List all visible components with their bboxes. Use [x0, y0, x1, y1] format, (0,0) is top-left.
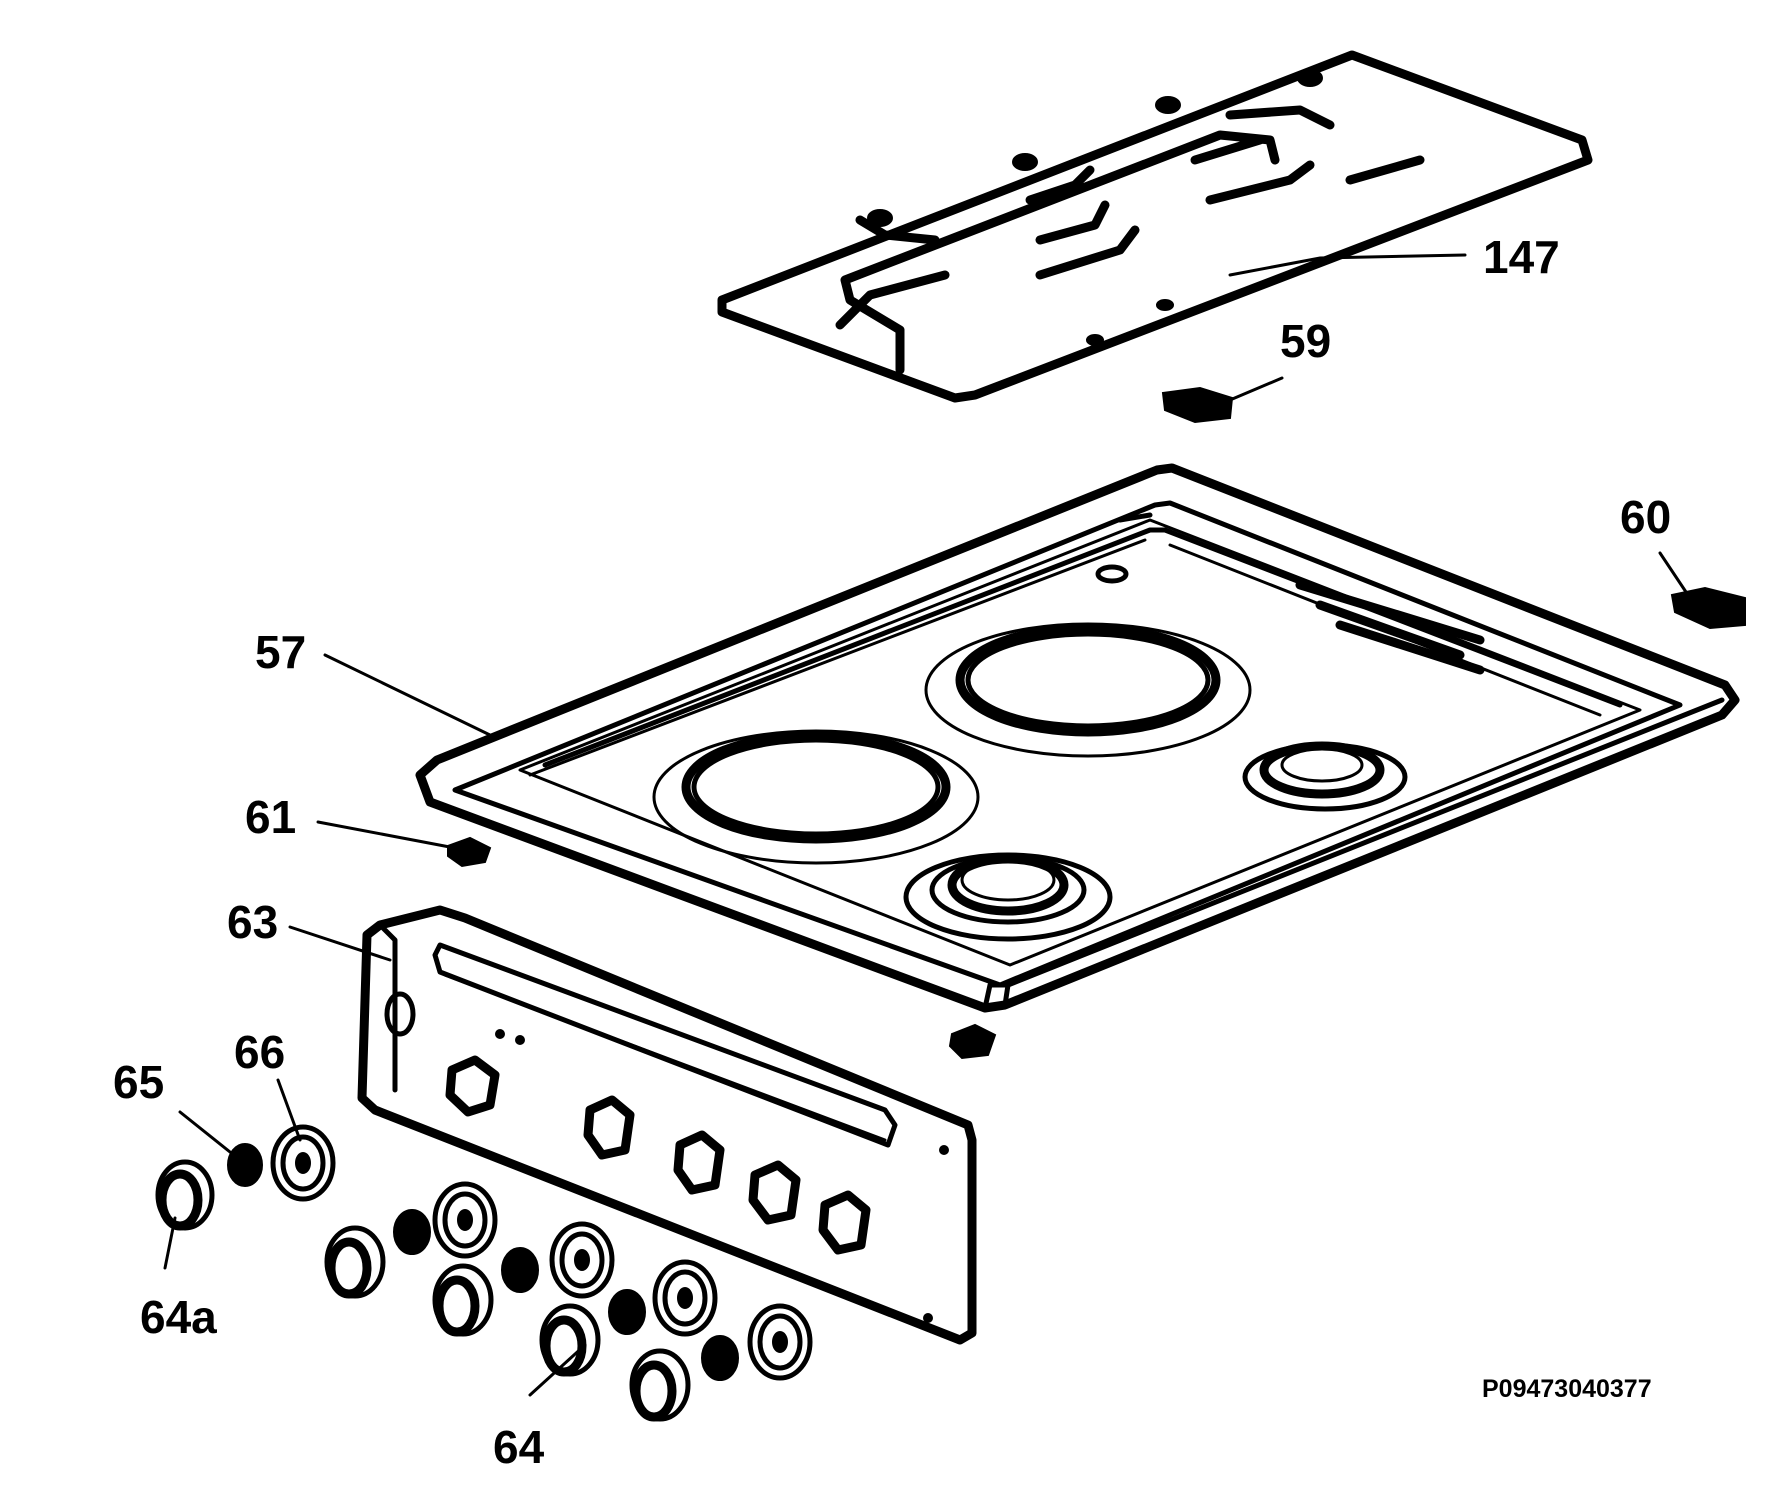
hob-rubber-foot-front	[948, 1023, 997, 1060]
label-59: 59	[1280, 315, 1331, 367]
label-64a: 64a	[140, 1291, 217, 1343]
pan-support-grid	[717, 50, 1593, 403]
label-64: 64	[493, 1421, 545, 1473]
hob-rubber-foot-right	[1670, 586, 1746, 630]
hob-rubber-foot-left	[447, 836, 492, 868]
label-147: 147	[1483, 231, 1560, 283]
knob-assembly-row	[324, 1181, 813, 1422]
hob-top-panel	[415, 463, 1740, 1013]
label-61: 61	[245, 791, 296, 843]
label-66: 66	[234, 1026, 285, 1078]
reference-code: P09473040377	[1482, 1375, 1652, 1403]
label-63: 63	[227, 896, 278, 948]
label-57: 57	[255, 626, 306, 678]
control-panel	[357, 905, 977, 1345]
knob-assembly-single	[155, 1124, 336, 1231]
leader-lines	[163, 253, 1692, 1397]
grid-rubber-foot	[1161, 386, 1234, 424]
part-labels: 147 59 60 57 61 63 66 65 64a 64 P0947304…	[113, 231, 1671, 1473]
label-65: 65	[113, 1056, 164, 1108]
label-60: 60	[1620, 491, 1671, 543]
